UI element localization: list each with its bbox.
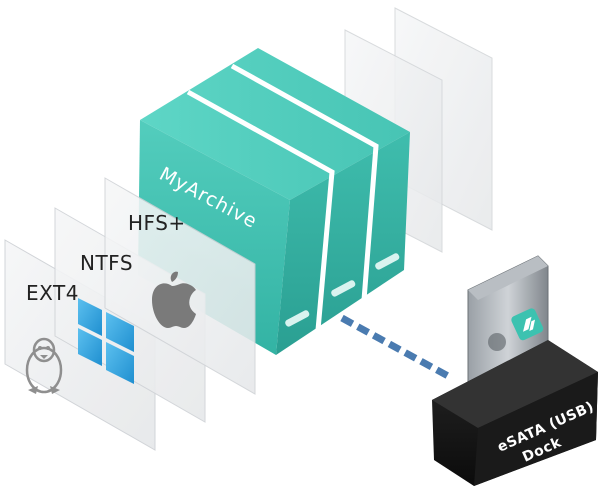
- apple-logo-icon: [152, 271, 196, 328]
- esata-dock: eSATA (USB) Dock: [432, 255, 598, 486]
- windows-logo-icon: [78, 298, 134, 384]
- fs-label-ntfs: NTFS: [80, 251, 133, 275]
- fs-label-hfs: HFS+: [128, 211, 186, 235]
- linux-penguin-icon: [25, 337, 63, 394]
- fs-label-ext4: EXT4: [26, 281, 79, 305]
- archive-box: MyArchive: [138, 48, 410, 355]
- slot-handle: [285, 310, 310, 327]
- dock-connector-line: [340, 314, 450, 380]
- drive-brand-icon: [511, 308, 544, 341]
- slot-handle: [375, 253, 400, 270]
- slot-handle: [331, 280, 356, 297]
